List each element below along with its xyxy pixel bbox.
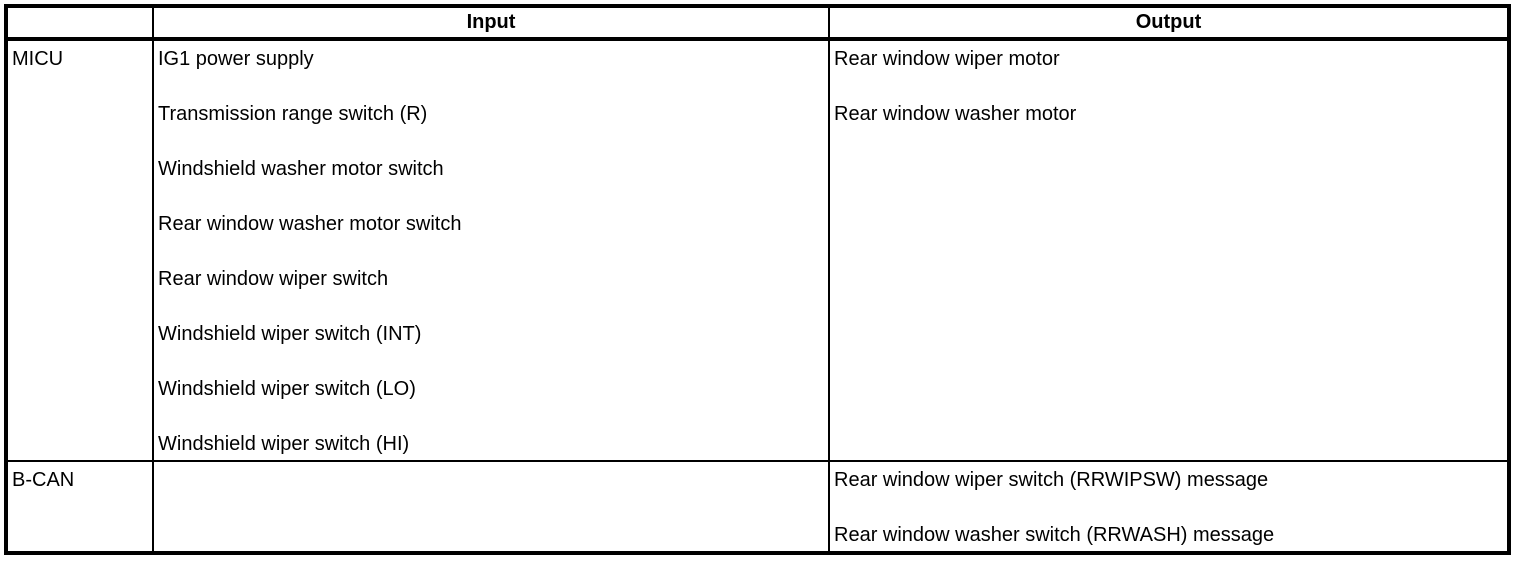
source-label-micu: MICU xyxy=(12,48,64,70)
output-item: Rear window washer switch (RRWASH) messa… xyxy=(834,524,1275,546)
input-item: IG1 power supply xyxy=(158,48,314,70)
input-item: Windshield wiper switch (HI) xyxy=(158,433,410,455)
header-cell-output: Output xyxy=(830,8,1507,41)
row-micu-source-cell: MICU xyxy=(8,41,154,462)
header-cell-input: Input xyxy=(154,8,830,41)
input-item: Transmission range switch (R) xyxy=(158,103,428,125)
row-micu-input-cell: IG1 power supply Transmission range swit… xyxy=(154,41,830,462)
source-label-bcan: B-CAN xyxy=(12,469,75,491)
io-table: Input Output MICU IG1 power supply Trans… xyxy=(4,4,1511,555)
output-item: Rear window wiper motor xyxy=(834,48,1060,70)
row-bcan-output-cell: Rear window wiper switch (RRWIPSW) messa… xyxy=(830,462,1507,551)
input-item: Windshield wiper switch (INT) xyxy=(158,323,422,345)
input-item: Rear window wiper switch xyxy=(158,268,389,290)
row-bcan-source-cell: B-CAN xyxy=(8,462,154,551)
row-micu-output-cell: Rear window wiper motor Rear window wash… xyxy=(830,41,1507,462)
output-item: Rear window wiper switch (RRWIPSW) messa… xyxy=(834,469,1269,491)
row-bcan-input-cell xyxy=(154,462,830,551)
header-cell-source xyxy=(8,8,154,41)
input-item: Windshield washer motor switch xyxy=(158,158,444,180)
input-item: Rear window washer motor switch xyxy=(158,213,462,235)
output-item: Rear window washer motor xyxy=(834,103,1077,125)
input-item: Windshield wiper switch (LO) xyxy=(158,378,416,400)
